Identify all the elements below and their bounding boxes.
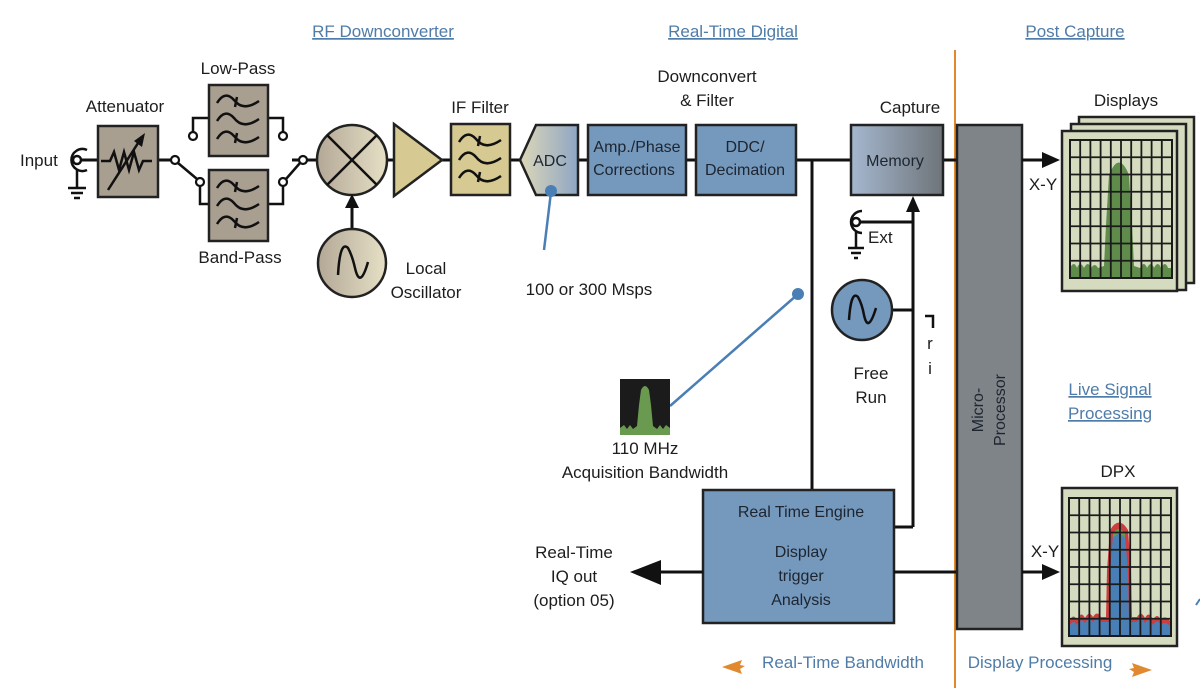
low-pass-filter-block — [207, 83, 270, 158]
attenuator-label: Attenuator — [86, 97, 165, 116]
display-processing-label: Display Processing — [968, 653, 1113, 672]
dpx-label: DPX — [1101, 462, 1136, 481]
xy-label-bottom: X-Y — [1031, 542, 1059, 561]
section-live-signal-processing[interactable]: Live Signal — [1068, 380, 1151, 399]
dpx-display-icon — [1060, 486, 1179, 648]
acq-bandwidth-spectrum-icon — [620, 379, 670, 435]
real-time-bandwidth-label: Real-Time Bandwidth — [762, 653, 924, 672]
ext-trigger-connector-icon — [848, 209, 864, 260]
free-run-label: Free — [854, 364, 889, 383]
section-rf-downconverter[interactable]: RF Downconverter — [312, 22, 454, 41]
displays-label: Displays — [1094, 91, 1158, 110]
display-processing-arrow-icon — [1129, 663, 1152, 677]
displays-stack-icon — [1060, 115, 1196, 293]
microprocessor-block — [955, 123, 1024, 631]
iq-out-arrow — [630, 560, 703, 585]
adc-block — [518, 123, 580, 197]
input-label: Input — [20, 151, 58, 170]
iq-out-label-3: (option 05) — [533, 591, 614, 610]
sample-rate-label: 100 or 300 Msps — [526, 280, 653, 299]
amp-phase-label-2: Corrections — [593, 162, 675, 179]
attenuator-block — [96, 124, 160, 199]
trigger-path — [856, 196, 935, 529]
free-run-oscillator-icon — [830, 278, 894, 342]
memory-label: Memory — [866, 153, 924, 170]
local-oscillator-icon — [316, 227, 388, 299]
dpx-grid — [1069, 498, 1171, 636]
edge-arrow-fragment — [1195, 598, 1200, 606]
iq-out-label-2: IQ out — [551, 567, 598, 586]
real-time-engine-block — [701, 488, 896, 625]
rte-analysis: Analysis — [771, 592, 831, 609]
xy-arrow-top — [1022, 152, 1060, 168]
acq-bandwidth-label-2: Acquisition Bandwidth — [562, 463, 728, 482]
amplifier-icon — [392, 121, 445, 199]
capture-label: Capture — [880, 98, 940, 117]
section-real-time-digital[interactable]: Real-Time Digital — [668, 22, 798, 41]
sample-rate-callout — [542, 185, 557, 251]
rte-display: Display — [775, 544, 827, 561]
acq-bandwidth-label: 110 MHz — [612, 439, 679, 458]
rte-title: Real Time Engine — [738, 504, 864, 521]
ddc-label: DDC/ — [725, 139, 765, 156]
ext-label: Ext — [868, 228, 893, 247]
ddc-decimation-block — [694, 123, 798, 197]
microprocessor-label-2: Processor — [992, 373, 1009, 446]
section-live-signal-processing-2[interactable]: Processing — [1068, 404, 1152, 423]
local-oscillator-label: Local — [406, 259, 447, 278]
rte-trigger: trigger — [778, 568, 824, 585]
local-oscillator-label-2: Oscillator — [391, 283, 462, 302]
amp-phase-corrections-block — [586, 123, 688, 197]
free-run-label-2: Run — [855, 388, 886, 407]
lo-arrow — [345, 194, 359, 228]
amp-phase-label: Amp./Phase — [593, 139, 680, 156]
trigger-r-label: r — [927, 334, 933, 353]
adc-label: ADC — [533, 153, 567, 170]
iq-out-label: Real-Time — [535, 543, 613, 562]
trigger-i-label: i — [928, 359, 932, 378]
band-pass-label: Band-Pass — [198, 248, 281, 267]
memory-block — [849, 123, 945, 197]
if-filter-block — [449, 122, 512, 197]
low-pass-label: Low-Pass — [201, 59, 276, 78]
real-time-bandwidth-arrow-icon — [722, 660, 745, 674]
downconvert-label: Downconvert — [657, 67, 756, 86]
microprocessor-label: Micro- — [970, 388, 987, 432]
input-connector-icon — [68, 147, 88, 200]
filter-switch — [169, 116, 309, 206]
ddc-label-2: Decimation — [705, 162, 785, 179]
downconvert-label-2: & Filter — [680, 91, 734, 110]
band-pass-filter-block — [207, 168, 270, 243]
acq-bandwidth-callout — [669, 288, 804, 407]
if-filter-label: IF Filter — [451, 98, 509, 117]
xy-arrow-bottom — [1022, 564, 1060, 580]
section-post-capture[interactable]: Post Capture — [1025, 22, 1124, 41]
xy-label-top: X-Y — [1029, 175, 1057, 194]
displays-grid — [1070, 140, 1172, 278]
mixer-icon — [315, 123, 389, 197]
